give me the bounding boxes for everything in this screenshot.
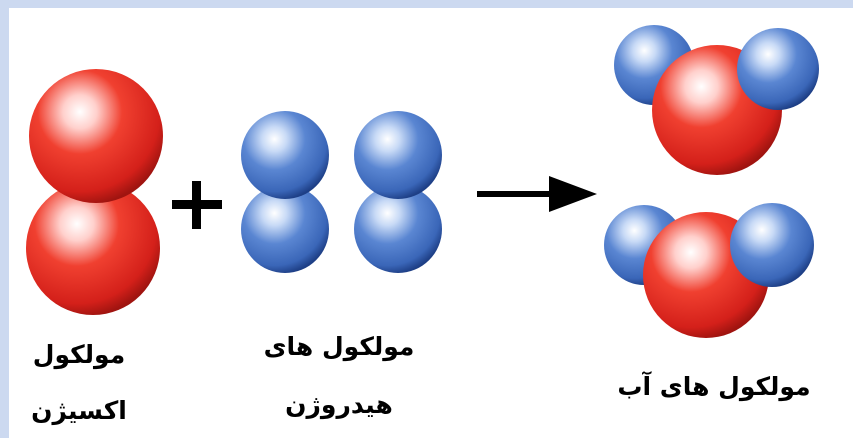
oxygen-label-line2: اکسیژن — [31, 396, 127, 425]
hydrogen-atom — [354, 185, 442, 273]
oxygen-atom — [29, 69, 163, 203]
hydrogen-atom — [737, 28, 819, 110]
hydrogen-atom — [241, 185, 329, 273]
reaction-arrow — [477, 176, 597, 212]
hydrogen-molecule — [354, 111, 442, 273]
water-molecule — [604, 203, 814, 338]
hydrogen-label-line1: مولکول های — [263, 332, 415, 361]
hydrogen-molecule — [241, 111, 329, 273]
plus-sign — [172, 181, 222, 229]
oxygen-label-line1: مولکول — [32, 340, 126, 369]
hydrogen-label-line2: هیدروژن — [285, 390, 393, 419]
hydrogen-atom — [241, 111, 329, 199]
diagram-canvas: مولکول اکسیژن مولکول های هیدروژن مولکول … — [9, 8, 853, 438]
reaction-scene — [26, 25, 819, 338]
water-label: مولکول های آب — [617, 372, 811, 401]
hydrogen-atom — [730, 203, 814, 287]
oxygen-molecule — [26, 69, 163, 315]
water-molecule — [614, 25, 819, 175]
hydrogen-atom — [354, 111, 442, 199]
oxygen-atom — [26, 181, 160, 315]
